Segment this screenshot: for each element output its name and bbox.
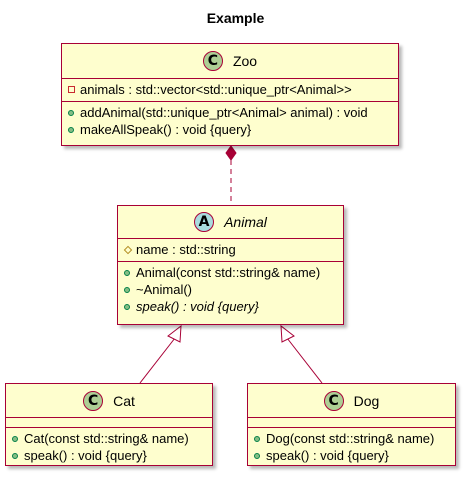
diagram-title: Example	[206, 10, 265, 26]
class-animal-header: A Animal	[118, 206, 343, 239]
method-text: speak() : void {query}	[24, 448, 147, 463]
class-zoo-fields: animals : std::vector<std::unique_ptr<An…	[62, 79, 398, 102]
method-row: speak() : void {query}	[6, 447, 212, 464]
class-cat[interactable]: C Cat Cat(const std::string& name) speak…	[5, 383, 213, 466]
method-text: makeAllSpeak() : void {query}	[80, 122, 252, 137]
class-dog-name: Dog	[353, 392, 380, 409]
public-visibility-icon	[254, 452, 260, 459]
class-zoo-header: C Zoo	[62, 44, 398, 79]
method-text: ~Animal()	[136, 282, 192, 297]
method-row: speak() : void {query}	[118, 298, 343, 315]
class-dog-header: C Dog	[248, 384, 455, 418]
composition-zoo-animal	[225, 145, 237, 205]
class-zoo-name: Zoo	[232, 53, 258, 69]
method-row: makeAllSpeak() : void {query}	[62, 121, 398, 138]
class-zoo-methods: addAnimal(std::unique_ptr<Animal> animal…	[62, 102, 398, 141]
protected-visibility-icon	[123, 245, 133, 254]
field-text: animals : std::vector<std::unique_ptr<An…	[80, 82, 352, 97]
class-badge-icon: C	[202, 51, 223, 71]
class-badge-icon: C	[323, 390, 344, 411]
abstract-badge-icon: A	[194, 212, 215, 232]
inheritance-cat-animal	[139, 324, 182, 384]
field-row: animals : std::vector<std::unique_ptr<An…	[62, 81, 398, 98]
public-visibility-icon	[12, 452, 18, 459]
class-badge-icon: C	[83, 390, 104, 411]
method-text: speak() : void {query}	[266, 448, 389, 463]
class-dog[interactable]: C Dog Dog(const std::string& name) speak…	[247, 383, 456, 466]
method-text: addAnimal(std::unique_ptr<Animal> animal…	[80, 105, 368, 120]
public-visibility-icon	[124, 286, 130, 293]
method-row: addAnimal(std::unique_ptr<Animal> animal…	[62, 104, 398, 121]
class-cat-header: C Cat	[6, 384, 212, 418]
method-text: Cat(const std::string& name)	[24, 431, 189, 446]
method-text: Animal(const std::string& name)	[136, 265, 321, 280]
class-zoo[interactable]: C Zoo animals : std::vector<std::unique_…	[61, 43, 399, 146]
method-row: ~Animal()	[118, 281, 343, 298]
class-cat-name: Cat	[113, 392, 135, 409]
class-dog-fields	[248, 418, 455, 428]
class-animal-name: Animal	[224, 214, 267, 230]
public-visibility-icon	[12, 435, 18, 442]
method-row: speak() : void {query}	[248, 447, 455, 464]
private-visibility-icon	[68, 86, 75, 93]
public-visibility-icon	[124, 303, 130, 310]
class-dog-methods: Dog(const std::string& name) speak() : v…	[248, 428, 455, 467]
method-row: Dog(const std::string& name)	[248, 430, 455, 447]
method-row: Cat(const std::string& name)	[6, 430, 212, 447]
public-visibility-icon	[68, 126, 74, 133]
class-animal[interactable]: A Animal name : std::string Animal(const…	[117, 205, 344, 325]
method-text: speak() : void {query}	[136, 299, 259, 314]
class-cat-fields	[6, 418, 212, 428]
class-cat-methods: Cat(const std::string& name) speak() : v…	[6, 428, 212, 467]
public-visibility-icon	[68, 109, 74, 116]
method-text: Dog(const std::string& name)	[266, 431, 435, 446]
class-animal-methods: Animal(const std::string& name) ~Animal(…	[118, 262, 343, 318]
inheritance-dog-animal	[280, 324, 323, 384]
public-visibility-icon	[254, 435, 260, 442]
method-row: Animal(const std::string& name)	[118, 264, 343, 281]
field-row: name : std::string	[118, 241, 343, 258]
field-text: name : std::string	[136, 242, 236, 257]
class-animal-fields: name : std::string	[118, 239, 343, 262]
public-visibility-icon	[124, 269, 130, 276]
